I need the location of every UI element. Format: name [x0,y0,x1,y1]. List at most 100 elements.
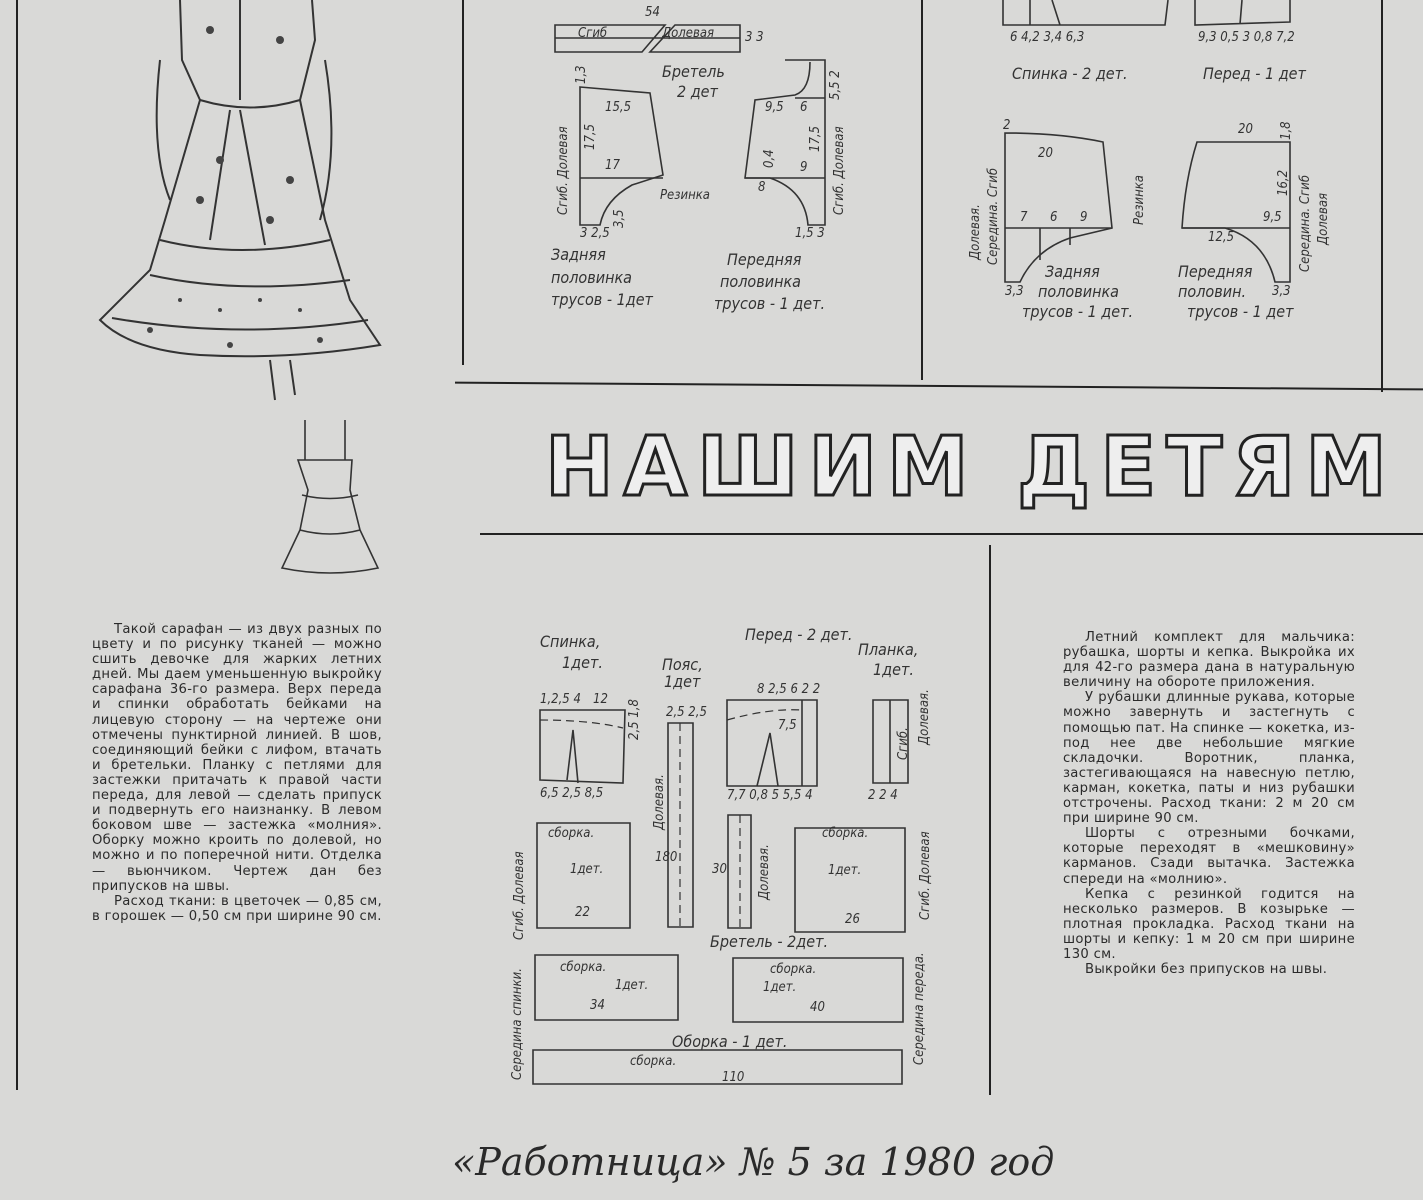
back-caption: Спинка, [540,632,601,651]
dim: 20 [1238,122,1253,137]
back-panties-caption: Задняя [551,245,606,264]
boys-set-description: Летний комплект для мальчика: рубашка, ш… [1063,630,1355,977]
dim: 6,5 2,5 8,5 [540,786,604,801]
dim: 26 [845,912,860,927]
dim: 1,2,5 4 [540,692,581,707]
side-label: Долевая [1316,192,1331,245]
fold-grain-label: Сгиб. Долевая [556,126,571,215]
dim: 3 2,5 [580,226,610,241]
divider-top-left [462,0,464,365]
gather-label: сборка. [822,826,869,841]
magazine-footer: «Работница» № 5 за 1980 год [452,1140,1055,1184]
fold-grain-label: Сгиб. Долевая [512,851,527,940]
shorts-back-caption: трусов - 1 дет. [1022,302,1134,321]
piece-label: 1дет. [570,862,604,877]
elastic-label: Резинка [660,188,710,203]
placket-caption: Планка, [858,640,919,659]
placket-caption: 1дет. [873,660,914,679]
dim: 16,2 [1276,169,1291,196]
dim: 1,8 [1279,121,1294,140]
shorts-back-caption: Задняя [1045,262,1100,281]
divider-top-center [921,0,923,380]
elastic-label: Резинка [1132,175,1147,225]
grain-label: Долевая. [917,689,932,745]
belt-caption: 1дет [664,672,701,691]
dim: 3,3 [1272,284,1291,299]
description-paragraph: Кепка с резинкой годится на несколько ра… [1063,886,1355,962]
shorts-front-caption: Передняя [1178,262,1253,281]
dim: 9,5 [1263,210,1282,225]
dim: 7,7 0,8 5 5,5 4 [727,788,813,803]
description-paragraph: Расход ткани: в цветочек — 0,85 см, в го… [92,893,382,924]
gather-label: сборка. [770,962,817,977]
shorts-front-caption: половин. [1178,282,1247,301]
dim: 110 [722,1070,745,1085]
side-label: Середина. Сгиб [986,167,1001,265]
description-paragraph: У рубашки длинные рукава, которые можно … [1063,690,1355,827]
front-panties-caption: половинка [720,272,801,291]
dim: 9,5 [765,100,784,115]
dim: 2,5 2,5 [666,705,707,720]
dim: 12,5 [1208,230,1235,245]
description-paragraph: Такой сарафан — из двух разных по цвету … [92,622,382,894]
strap-caption: Бретель [662,62,725,81]
front-caption: Перед - 1 дет [1203,64,1306,83]
gather-label: сборка. [560,960,607,975]
sundress-pattern-drawing [532,699,909,1085]
dim: 7,5 [778,718,797,733]
panties-pattern-drawing [554,24,826,226]
dim: 34 [590,998,605,1013]
gather-label: сборка. [630,1054,677,1069]
piece-label: 1дет. [763,980,797,995]
fold-grain-label: Сгиб. Долевая [918,831,933,920]
back-dims: 6 4,2 3,4 6,3 [1010,30,1085,45]
dim: 3 3 [745,30,764,45]
piece-label: 1дет. [828,863,862,878]
dim: 17 [605,158,620,173]
description-paragraph: Шорты с отрезными бочками, которые перех… [1063,826,1355,887]
divider-above-title [455,381,1423,391]
strap-caption: Бретель - 2дет. [710,932,829,951]
front-panties-caption: Передняя [727,250,802,269]
back-caption: 1дет. [562,653,603,672]
section-title: НАШИМ ДЕТЯМ [544,419,1397,517]
dim: 180 [655,850,678,865]
front-caption: Перед - 2 дет. [745,625,853,644]
dim: 8 2,5 6 2 2 [757,682,821,697]
dim: 22 [575,905,590,920]
back-panties-caption: трусов - 1дет [551,290,653,309]
dim: 9 [800,160,808,175]
girl-sundress-illustration [98,0,382,401]
shorts-back-caption: половинка [1038,282,1119,301]
back-panties-caption: половинка [551,268,632,287]
back-caption: Спинка - 2 дет. [1012,64,1128,83]
dim: 6 [1050,210,1058,225]
dim: 15,5 [605,100,632,115]
belt-caption: Пояс, [662,655,703,674]
grain-label: Долевая. [652,774,667,830]
front-dims: 9,3 0,5 3 0,8 7,2 [1198,30,1295,45]
gather-label: сборка. [548,826,595,841]
dim: 6 [800,100,808,115]
strap-grain-label: Долевая [662,26,715,41]
dim: 2 2 4 [868,788,898,803]
dim: 3,5 [612,209,627,228]
left-column-border [16,0,18,1090]
dim: 9 [1080,210,1088,225]
dim: 8 [758,180,766,195]
dim: 2 [1003,118,1011,133]
dim: 20 [1038,146,1053,161]
divider-below-title [480,533,1423,535]
sundress-flat-sketch [280,420,380,574]
dim: 0,4 [762,149,777,168]
shorts-front-caption: трусов - 1 дет [1187,302,1294,321]
center-front-label: Середина переда. [912,952,927,1065]
dim: 54 [645,5,660,20]
dim: 1,3 [574,65,589,84]
dim: 17,5 [808,125,823,152]
dim: 40 [810,1000,825,1015]
divider-bottom-right [989,545,991,1095]
dim: 12 [593,692,608,707]
side-label: Долевая. [968,204,983,260]
sundress-description: Такой сарафан — из двух разных по цвету … [92,622,382,924]
